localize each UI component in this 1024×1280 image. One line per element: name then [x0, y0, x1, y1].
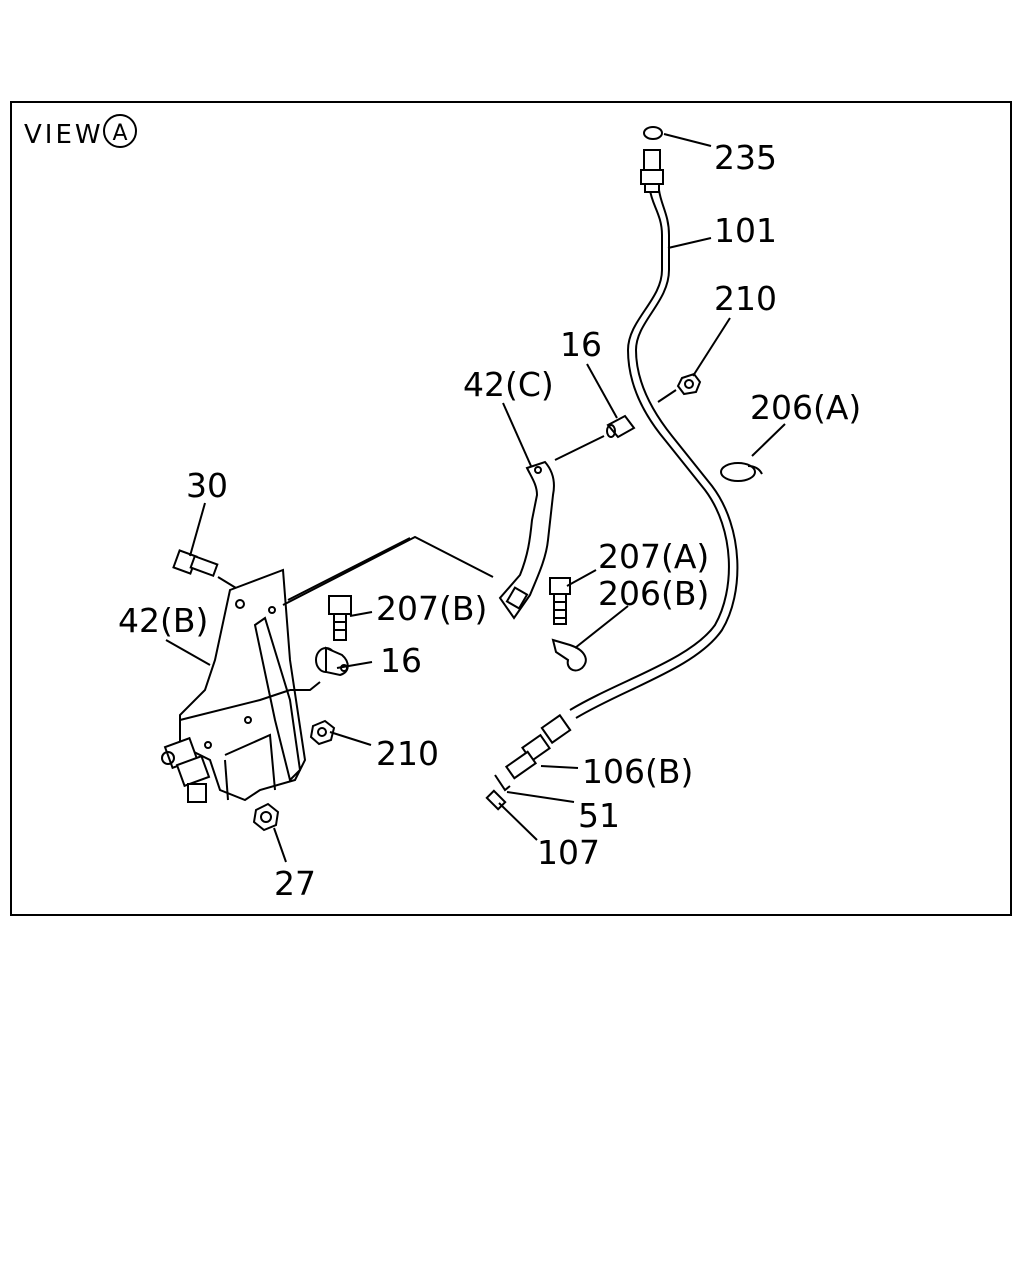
callout-42b: 42(B) — [118, 601, 208, 640]
callout-30: 30 — [186, 466, 228, 505]
bracket-42b — [179, 568, 321, 802]
switch-blocks — [161, 736, 211, 803]
washer-51 — [494, 774, 511, 792]
view-marker-letter: A — [112, 121, 127, 146]
pipe-101 — [569, 189, 739, 719]
clamp-206b — [551, 638, 587, 672]
bolt-207b — [328, 595, 352, 641]
bolt-207a — [549, 577, 571, 625]
leader-lines — [165, 133, 786, 863]
view-label: VIEW A — [24, 114, 137, 150]
top-fitting — [640, 149, 664, 193]
callout-206b: 206(B) — [598, 574, 709, 613]
view-label-text: VIEW — [24, 120, 104, 150]
callout-210-top: 210 — [714, 279, 777, 318]
view-marker-circle — [103, 114, 137, 148]
nut-210-top — [676, 372, 702, 396]
callout-51: 51 — [578, 796, 620, 835]
callout-107: 107 — [537, 833, 600, 872]
callout-235: 235 — [714, 138, 777, 177]
fitting-106b — [504, 713, 572, 780]
callout-106b: 106(B) — [582, 752, 693, 791]
collar-16-top — [606, 414, 636, 439]
o-ring-235 — [643, 126, 663, 140]
nut-27 — [252, 802, 280, 832]
view-frame — [10, 101, 1012, 916]
collar-16-mid — [315, 646, 349, 677]
nut-210-mid — [309, 719, 336, 746]
callout-207b: 207(B) — [376, 589, 487, 628]
callout-101: 101 — [714, 211, 777, 250]
callout-42c: 42(C) — [463, 365, 554, 404]
callout-labels: 235 101 210 206(A) 16 42(C) 30 207(A) 20… — [118, 138, 861, 903]
callout-16-mid: 16 — [380, 641, 422, 680]
callout-207a: 207(A) — [598, 537, 709, 576]
callout-27: 27 — [274, 864, 316, 903]
bolt-30 — [172, 549, 219, 578]
clip-206a — [720, 462, 763, 482]
callout-206a: 206(A) — [750, 388, 861, 427]
bracket-42c — [498, 460, 555, 620]
callout-16-top: 16 — [560, 325, 602, 364]
callout-210-mid: 210 — [376, 734, 439, 773]
